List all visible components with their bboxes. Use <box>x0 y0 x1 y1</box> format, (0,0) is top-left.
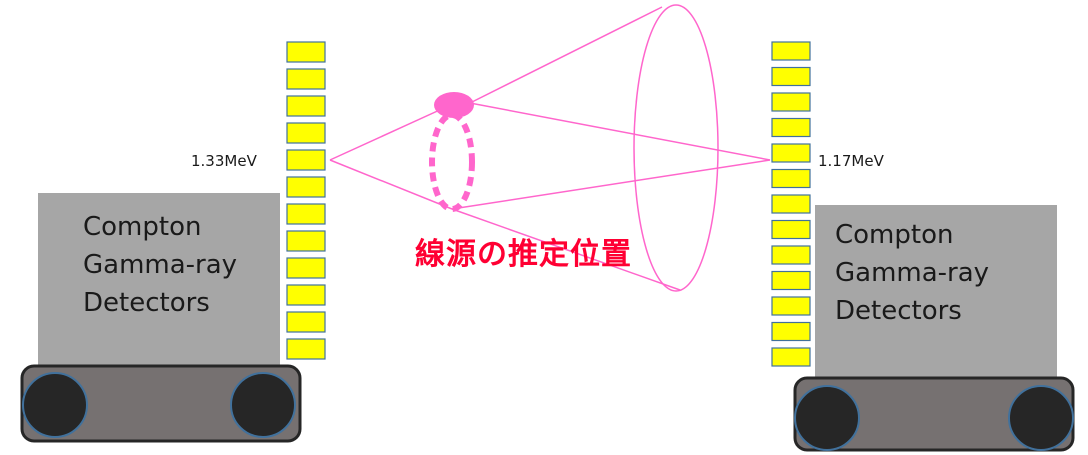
detector-pixel <box>771 41 811 61</box>
detector-pixel <box>286 68 326 90</box>
left-detector-label: Compton Gamma-ray Detectors <box>83 208 237 322</box>
left-detector-body <box>38 193 280 370</box>
detector-pixel <box>286 41 326 63</box>
left-detector-label-line: Compton <box>83 212 202 242</box>
right-detector-label-line: Gamma-ray <box>835 258 990 288</box>
right-detector-label-line: Compton <box>835 220 954 250</box>
detector-pixel <box>286 284 326 306</box>
detector-pixel <box>771 92 811 112</box>
left-unit <box>20 41 326 443</box>
right-detector-label-line: Detectors <box>835 296 962 326</box>
detector-pixel <box>286 338 326 360</box>
detector-pixel <box>771 219 811 240</box>
left-detector-label-line: Gamma-ray <box>83 250 238 280</box>
detector-pixel <box>286 95 326 117</box>
detector-pixel <box>771 143 811 163</box>
right-detector-body <box>815 205 1057 377</box>
detector-pixel <box>286 203 326 225</box>
left-cone-intersection-ring <box>429 112 475 212</box>
left-vehicle-wheel-icon <box>22 372 88 438</box>
detector-pixel <box>771 296 811 316</box>
right-compton-cone <box>451 4 771 292</box>
left-pixel-array <box>286 41 326 360</box>
left-energy-label: 1.33MeV <box>191 152 257 170</box>
detector-pixel <box>771 194 811 214</box>
left-detector-label-line: Detectors <box>83 288 210 318</box>
detector-pixel <box>286 311 326 333</box>
source-estimated-position-label: 線源の推定位置 <box>415 237 632 272</box>
detector-pixel <box>771 347 811 367</box>
detector-pixel <box>286 122 326 144</box>
source-marker-icon <box>434 92 474 118</box>
right-detector-label: Compton Gamma-ray Detectors <box>835 216 989 330</box>
detector-pixel <box>771 117 811 138</box>
detector-pixel <box>771 66 811 87</box>
right-pixel-array <box>771 41 811 367</box>
right-energy-label: 1.17MeV <box>818 152 884 170</box>
right-unit <box>771 41 1075 452</box>
detector-pixel <box>286 149 326 171</box>
left-vehicle-body <box>20 364 302 443</box>
detector-pixel <box>286 230 326 252</box>
right-vehicle-wheel-icon <box>794 385 860 451</box>
detector-pixel <box>286 257 326 279</box>
detector-pixel <box>771 168 811 189</box>
left-compton-cone <box>329 102 456 210</box>
detector-pixel <box>286 176 326 198</box>
detector-pixel <box>771 270 811 291</box>
detector-pixel <box>771 321 811 342</box>
detector-pixel <box>771 245 811 265</box>
right-vehicle-wheel-icon <box>1008 385 1074 451</box>
left-vehicle-wheel-icon <box>230 372 296 438</box>
